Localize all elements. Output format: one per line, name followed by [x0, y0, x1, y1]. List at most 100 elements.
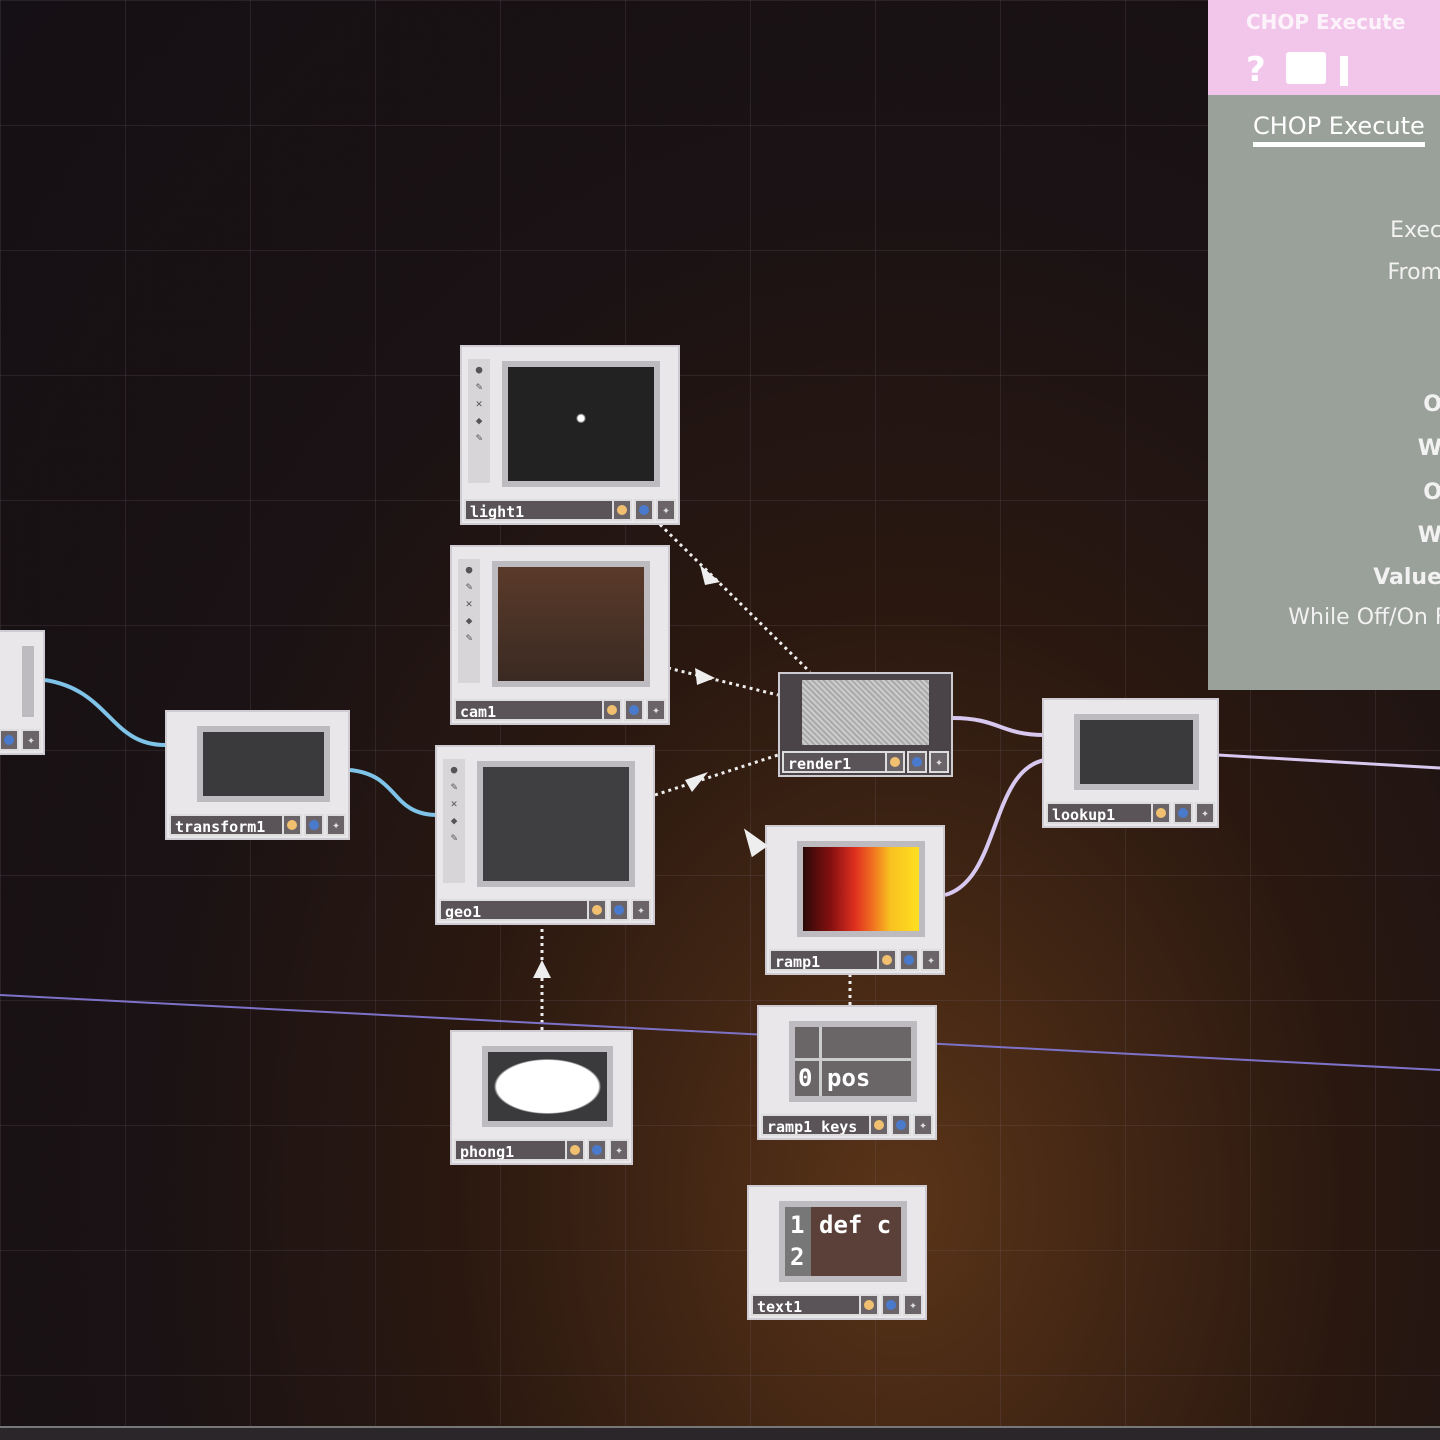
node-toolbar[interactable]: ● ✎ ✕ ◆ ✎ — [458, 559, 480, 683]
python-icon[interactable] — [1286, 52, 1326, 84]
display-flag-icon[interactable] — [877, 949, 897, 971]
node-toolbar[interactable]: ● ✎ ✕ ◆ ✎ — [468, 359, 490, 483]
display-flag-icon[interactable] — [282, 814, 302, 836]
display-flag-icon[interactable] — [885, 751, 905, 773]
status-bar — [0, 1426, 1440, 1440]
display-flag-icon[interactable] — [1151, 802, 1171, 824]
node-flags: ✦ — [612, 499, 676, 521]
node-flags: ✦ — [859, 1294, 923, 1316]
node-transform1[interactable]: transform1 ✦ — [165, 710, 350, 840]
param-label: O — [1423, 392, 1440, 417]
display-flag-icon[interactable] — [612, 499, 632, 521]
tab-chop-execute[interactable]: CHOP Execute — [1253, 112, 1425, 147]
node-toolbar[interactable]: ● ✎ ✕ ◆ ✎ — [443, 759, 465, 883]
tool-icon[interactable]: ✕ — [450, 797, 458, 810]
display-flag-icon[interactable] — [565, 1139, 585, 1161]
node-viewer — [502, 361, 660, 487]
node-name[interactable]: transform1 — [169, 814, 290, 836]
viewer-flag-icon[interactable] — [609, 899, 629, 921]
plus-icon[interactable]: ✦ — [326, 814, 346, 836]
node-lookup1[interactable]: lookup1 ✦ — [1042, 698, 1219, 828]
arrow-icon — [695, 668, 715, 685]
plus-icon[interactable]: ✦ — [903, 1294, 923, 1316]
display-flag-icon[interactable] — [859, 1294, 879, 1316]
param-label: O — [1423, 480, 1440, 505]
plus-icon[interactable]: ✦ — [913, 1114, 933, 1136]
viewer-flag-icon[interactable] — [587, 1139, 607, 1161]
display-flag-icon[interactable] — [869, 1114, 889, 1136]
node-name[interactable]: ramp1_keys — [761, 1114, 877, 1136]
node-geo1[interactable]: ● ✎ ✕ ◆ ✎ geo1 ✦ — [435, 745, 655, 925]
panel-header: CHOP Execute ? — [1208, 0, 1440, 95]
node-viewer — [22, 646, 34, 717]
tool-icon[interactable]: ◆ — [450, 814, 458, 827]
tool-icon[interactable]: ✕ — [475, 397, 483, 410]
node-name[interactable]: phong1 — [454, 1139, 573, 1161]
plus-icon[interactable]: ✦ — [929, 751, 949, 773]
parameter-panel: CHOP Execute ? CHOP Execute Exec From O … — [1208, 0, 1440, 690]
line-number: 2 — [790, 1243, 805, 1271]
node-name[interactable]: cam1 — [454, 699, 610, 721]
viewer-flag-icon[interactable] — [891, 1114, 911, 1136]
tool-icon[interactable]: ◆ — [465, 614, 473, 627]
tool-icon[interactable]: ✎ — [465, 631, 473, 644]
node-phong1[interactable]: phong1 ✦ — [450, 1030, 633, 1165]
node-flags: ✦ — [587, 899, 651, 921]
plus-icon[interactable]: ✦ — [646, 699, 666, 721]
plus-icon[interactable]: ✦ — [631, 899, 651, 921]
timeline-line — [0, 994, 1440, 1071]
tool-icon[interactable]: ✎ — [475, 380, 483, 393]
node-cam1[interactable]: ● ✎ ✕ ◆ ✎ cam1 ✦ — [450, 545, 670, 725]
display-flag-icon[interactable] — [602, 699, 622, 721]
tool-icon[interactable]: ● — [465, 563, 473, 576]
tool-icon[interactable]: ◆ — [475, 414, 483, 427]
wire-cam1-render1 — [667, 666, 779, 697]
node-name[interactable]: lookup1 — [1046, 802, 1159, 824]
node-flags: ✦ — [0, 729, 41, 751]
node-flags: ✦ — [602, 699, 666, 721]
viewer-flag-icon[interactable] — [907, 751, 927, 773]
node-name[interactable]: geo1 — [439, 899, 595, 921]
plus-icon[interactable]: ✦ — [21, 729, 41, 751]
tool-icon[interactable]: ● — [450, 763, 458, 776]
node-left_partial[interactable]: ✦ — [0, 630, 45, 755]
tool-icon[interactable]: ✎ — [465, 580, 473, 593]
tool-icon[interactable]: ● — [475, 363, 483, 376]
viewer-flag-icon[interactable] — [881, 1294, 901, 1316]
viewer-flag-icon[interactable] — [0, 729, 19, 751]
node-render1[interactable]: render1 ✦ — [778, 672, 953, 777]
arrow-icon — [533, 960, 551, 978]
param-label: W — [1417, 523, 1440, 548]
tool-icon[interactable]: ✎ — [450, 831, 458, 844]
plus-icon[interactable]: ✦ — [609, 1139, 629, 1161]
node-name[interactable]: render1 — [782, 751, 893, 773]
viewer-flag-icon[interactable] — [899, 949, 919, 971]
node-name[interactable]: ramp1 — [769, 949, 885, 971]
tool-icon[interactable]: ✕ — [465, 597, 473, 610]
info-icon[interactable] — [1340, 56, 1348, 86]
plus-icon[interactable]: ✦ — [1195, 802, 1215, 824]
wire-lookup1-out — [1217, 753, 1440, 770]
viewer-flag-icon[interactable] — [624, 699, 644, 721]
viewer-flag-icon[interactable] — [1173, 802, 1193, 824]
viewer-flag-icon[interactable] — [304, 814, 324, 836]
tool-icon[interactable]: ✎ — [450, 780, 458, 793]
node-flags: ✦ — [877, 949, 941, 971]
node-name[interactable]: light1 — [464, 499, 620, 521]
display-flag-icon[interactable] — [587, 899, 607, 921]
tool-icon[interactable]: ✎ — [475, 431, 483, 444]
node-flags: ✦ — [869, 1114, 933, 1136]
plus-icon[interactable]: ✦ — [656, 499, 676, 521]
param-label: Value — [1373, 565, 1440, 590]
node-ramp1[interactable]: ramp1 ✦ — [765, 825, 945, 975]
help-icon[interactable]: ? — [1246, 50, 1266, 90]
arrow-icon — [685, 772, 708, 792]
viewer-flag-icon[interactable] — [634, 499, 654, 521]
plus-icon[interactable]: ✦ — [921, 949, 941, 971]
node-name[interactable]: text1 — [751, 1294, 867, 1316]
node-flags: ✦ — [1151, 802, 1215, 824]
wire-geo1-render1 — [654, 753, 779, 797]
node-light1[interactable]: ● ✎ ✕ ◆ ✎ light1 ✦ — [460, 345, 680, 525]
